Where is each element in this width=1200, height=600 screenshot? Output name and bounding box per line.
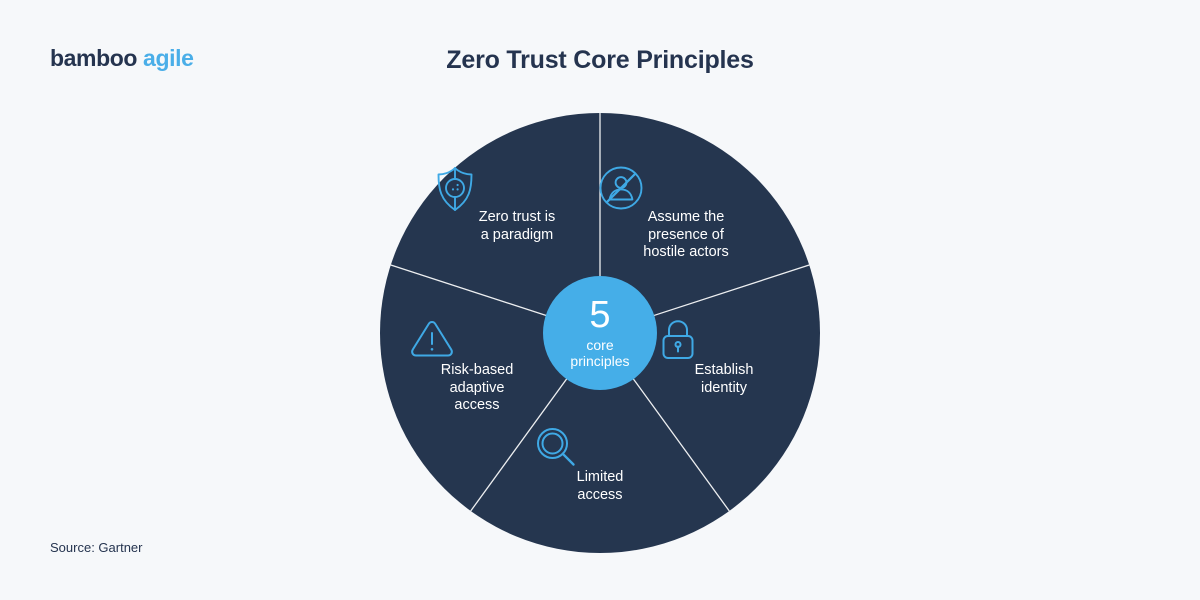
source-attribution: Source: Gartner xyxy=(50,540,143,555)
brand-logo-bamboo: bamboo xyxy=(50,45,138,71)
page-title: Zero Trust Core Principles xyxy=(446,46,754,74)
zero-trust-wheel: Zero trust is a paradigm Assume the pres… xyxy=(380,113,820,553)
segment-label-risk-based-access: Risk-based adaptive access xyxy=(440,362,514,413)
segment-risk-based-access: Risk-based adaptive access xyxy=(409,318,545,415)
segment-label-limited-access: Limited access xyxy=(576,469,624,503)
hub-caption: core principles xyxy=(570,336,630,370)
segment-label-establish-identity: Establish identity xyxy=(694,362,754,396)
segment-limited-access: Limited access xyxy=(534,425,666,504)
segment-hostile-actors: Assume the presence of hostile actors xyxy=(598,165,774,262)
segment-establish-identity: Establish identity xyxy=(658,318,790,397)
brand-logo: bamboo agile xyxy=(50,45,194,72)
segment-label-zero-trust: Zero trust is a paradigm xyxy=(478,209,556,243)
brand-logo-agile: agile xyxy=(143,45,194,71)
segment-zero-trust: Zero trust is a paradigm xyxy=(432,165,602,244)
wheel-center-hub: 5 core principles xyxy=(543,276,657,390)
segment-label-hostile-actors: Assume the presence of hostile actors xyxy=(643,209,729,260)
hub-number: 5 xyxy=(589,293,611,336)
